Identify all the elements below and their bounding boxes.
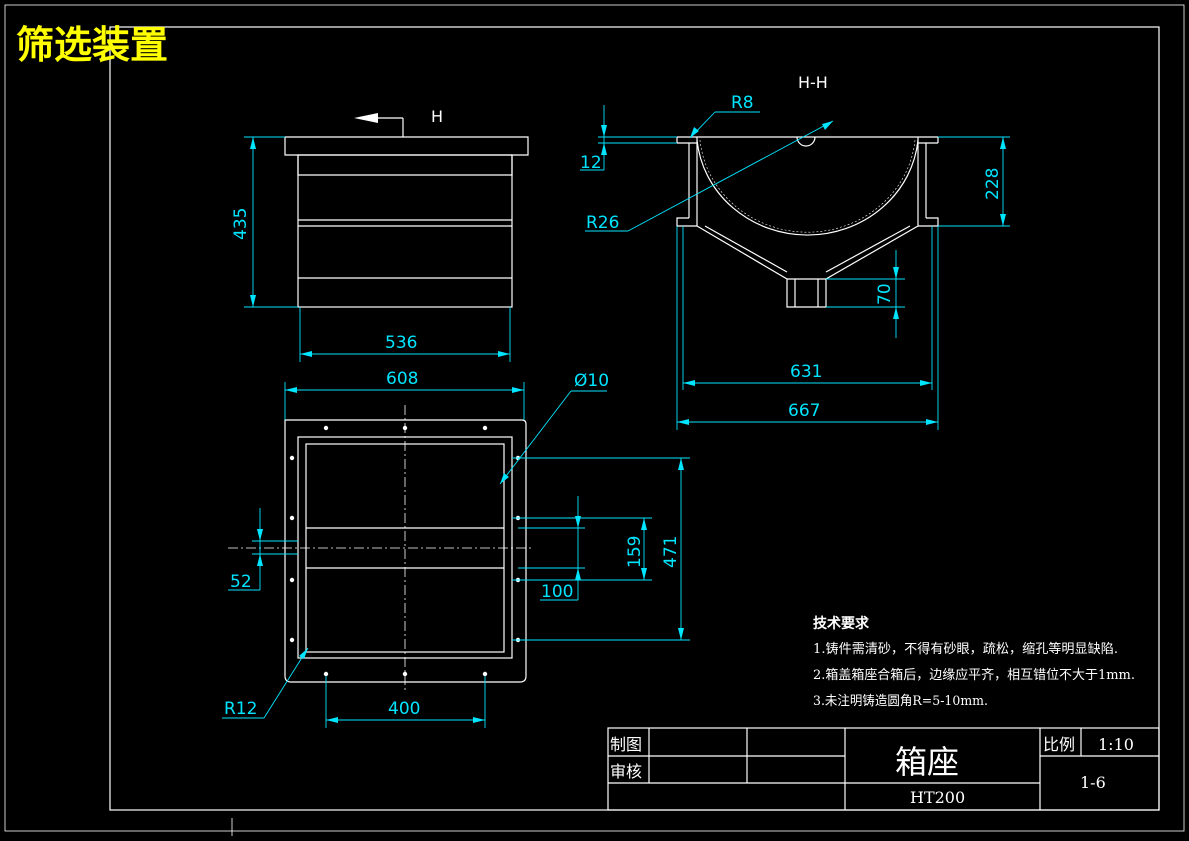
plan-dim-159: 159 bbox=[512, 517, 652, 581]
scale-value: 1:10 bbox=[1098, 735, 1134, 754]
front-view: H bbox=[284, 107, 529, 308]
bolt-holes bbox=[289, 425, 521, 677]
dim-r26: R26 bbox=[586, 213, 619, 233]
plan-dim-52: 52 bbox=[228, 508, 298, 592]
section-label: H-H bbox=[798, 73, 828, 92]
checked-label: 审核 bbox=[610, 762, 642, 781]
drawn-label: 制图 bbox=[610, 735, 642, 754]
note-3: 3.未注明铸造圆角R=5-10mm. bbox=[813, 693, 988, 709]
note-1: 1.铸件需清砂，不得有砂眼，疏松，缩孔等明显缺陷. bbox=[813, 641, 1118, 657]
plan-dim-hole: Ø10 bbox=[499, 371, 609, 485]
section-dim-631: 631 bbox=[682, 226, 933, 390]
plan-dim-608: 608 bbox=[284, 369, 525, 420]
note-2: 2.箱盖箱座合箱后，边缘应平齐，相互错位不大于1mm. bbox=[813, 667, 1135, 683]
section-dim-228: 228 bbox=[938, 136, 1010, 227]
technical-requirements: 技术要求 1.铸件需清砂，不得有砂眼，疏松，缩孔等明显缺陷. 2.箱盖箱座合箱后… bbox=[813, 615, 1135, 709]
dim-r8: R8 bbox=[731, 93, 754, 113]
dim-r12: R12 bbox=[224, 699, 257, 719]
view-arrow-label: H bbox=[431, 107, 443, 126]
front-dim-435: 435 bbox=[231, 136, 298, 308]
dim-435: 435 bbox=[231, 208, 251, 240]
dim-536: 536 bbox=[385, 333, 417, 353]
plan-dim-r12: R12 bbox=[222, 647, 309, 719]
plan-dim-400: 400 bbox=[325, 676, 486, 728]
dim-471: 471 bbox=[661, 536, 681, 568]
dim-400: 400 bbox=[388, 699, 420, 719]
dim-hole: Ø10 bbox=[574, 371, 609, 391]
plan-dim-100: 100 bbox=[518, 496, 585, 602]
section-dim-667: 667 bbox=[676, 226, 939, 430]
dim-667: 667 bbox=[788, 401, 820, 421]
dim-608: 608 bbox=[386, 369, 418, 389]
dim-159: 159 bbox=[625, 536, 645, 568]
scale-label: 比例 bbox=[1043, 735, 1075, 754]
plan-dim-471: 471 bbox=[512, 457, 690, 641]
section-dim-12: 12 bbox=[580, 105, 677, 173]
section-dim-r8: R8 bbox=[689, 93, 760, 139]
title-block: 制图 审核 箱座 HT200 比例 1:10 1-6 bbox=[607, 727, 1160, 811]
plan-view bbox=[228, 405, 533, 690]
section-dim-70: 70 bbox=[826, 250, 905, 338]
notes-heading: 技术要求 bbox=[813, 615, 870, 632]
drawing-number: 1-6 bbox=[1080, 773, 1106, 792]
dim-228: 228 bbox=[983, 168, 1003, 200]
drawing-title: 筛选装置 bbox=[16, 23, 168, 67]
dim-631: 631 bbox=[790, 362, 822, 382]
dim-52: 52 bbox=[230, 572, 252, 592]
part-name: 箱座 bbox=[895, 743, 959, 781]
section-dim-r26: R26 bbox=[585, 120, 834, 233]
sheet-border bbox=[4, 4, 1185, 836]
section-view: H-H bbox=[676, 73, 939, 308]
material: HT200 bbox=[910, 788, 965, 807]
dim-12: 12 bbox=[580, 153, 602, 173]
dim-70: 70 bbox=[875, 283, 895, 305]
front-dim-536: 536 bbox=[299, 307, 511, 362]
dim-100: 100 bbox=[541, 582, 573, 602]
